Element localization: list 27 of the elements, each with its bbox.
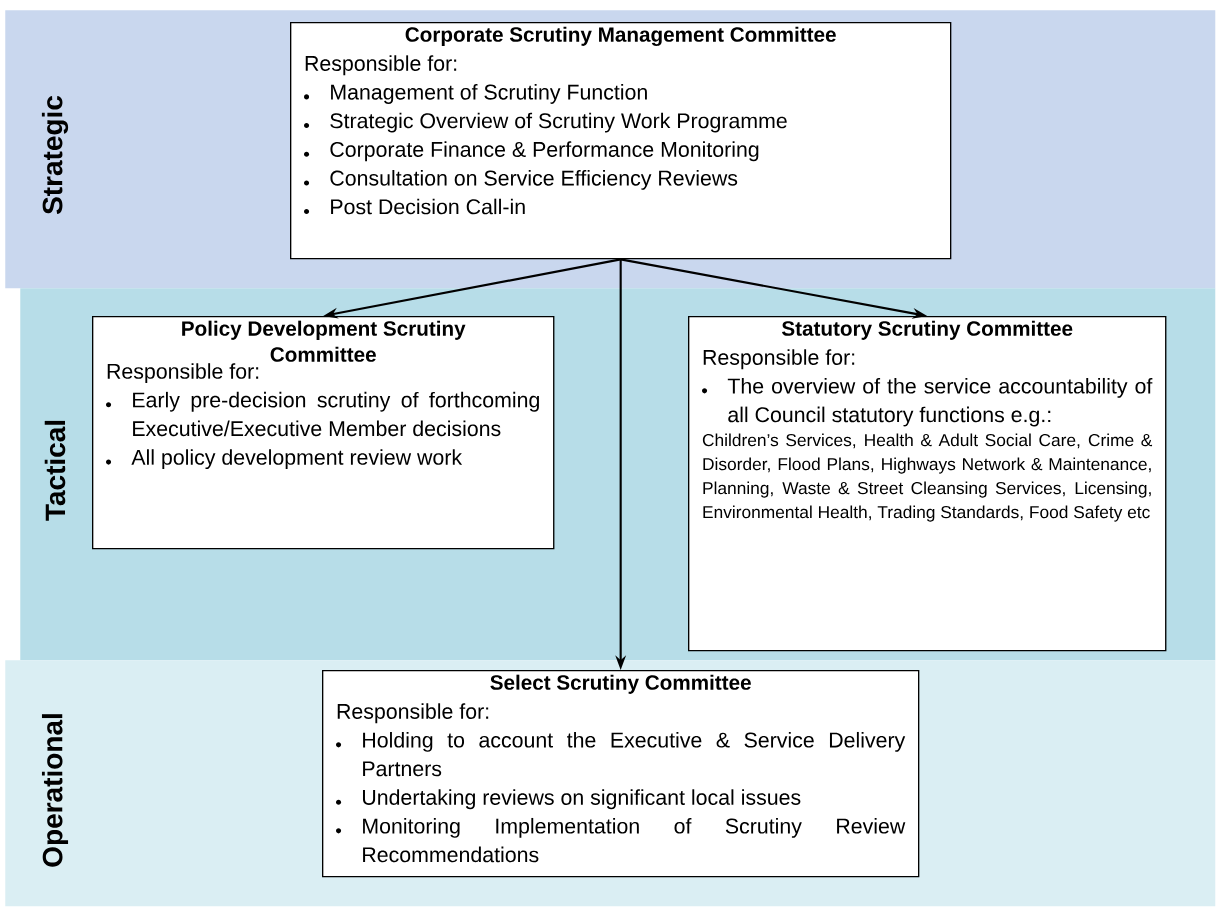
body-text: Responsible for: (337, 703, 489, 724)
bullet-item: Corporate Finance & Performance Monitoring (330, 141, 759, 162)
box-heading: Corporate Scrutiny Management Committee (405, 26, 836, 46)
band-label: Strategic (41, 95, 69, 215)
box-heading: Select Scrutiny Committee (490, 674, 751, 694)
body-text: Responsible for: (305, 55, 457, 76)
band-label: Operational (41, 714, 69, 867)
bullet-item: Monitoring Implementation of Scrutiny Review Recommendations (363, 817, 906, 863)
bullet-item: Strategic Overview of Scrutiny Work Programme (330, 112, 787, 133)
bullet-item: Early pre-decision scrutiny of forthcoming Executive/Executive Member decisions (133, 391, 539, 437)
body-text: Responsible for: (107, 363, 259, 384)
bullet-item: Management of Scrutiny Function (331, 84, 647, 104)
committee-box (322, 670, 920, 878)
committee-box (688, 316, 1167, 652)
band-label: Tactical (44, 420, 66, 521)
committee-box (290, 22, 952, 260)
body-text: Responsible for: (703, 349, 855, 370)
bullet-item: The overview of the service accountability of all Council statutory functions e.g.: (727, 377, 1153, 427)
box-heading: Policy Development Scrutiny Committee (182, 320, 466, 362)
box-heading: Statutory Scrutiny Committee (781, 320, 1073, 340)
committee-box (92, 316, 555, 550)
bullet-item: Holding to account the Executive & Service Delivery Partners (363, 731, 906, 777)
bullet-item: Undertaking reviews on significant local issues (363, 789, 801, 810)
body-text: Children’s Services, Health & Adult Social Care, Crime & Disorder, Flood Plans, Highways Network & Maintenance, Planning, Waste & Street Cleansing Services, Licensing, Environmental Health, Trading Standards, Food Safety etc (702, 433, 1153, 522)
bullet-item: All policy development review work (131, 449, 463, 470)
bullet-item: Consultation on Service Efficiency Reviews (330, 170, 738, 190)
bullet-item: Post Decision Call-in (331, 198, 525, 215)
